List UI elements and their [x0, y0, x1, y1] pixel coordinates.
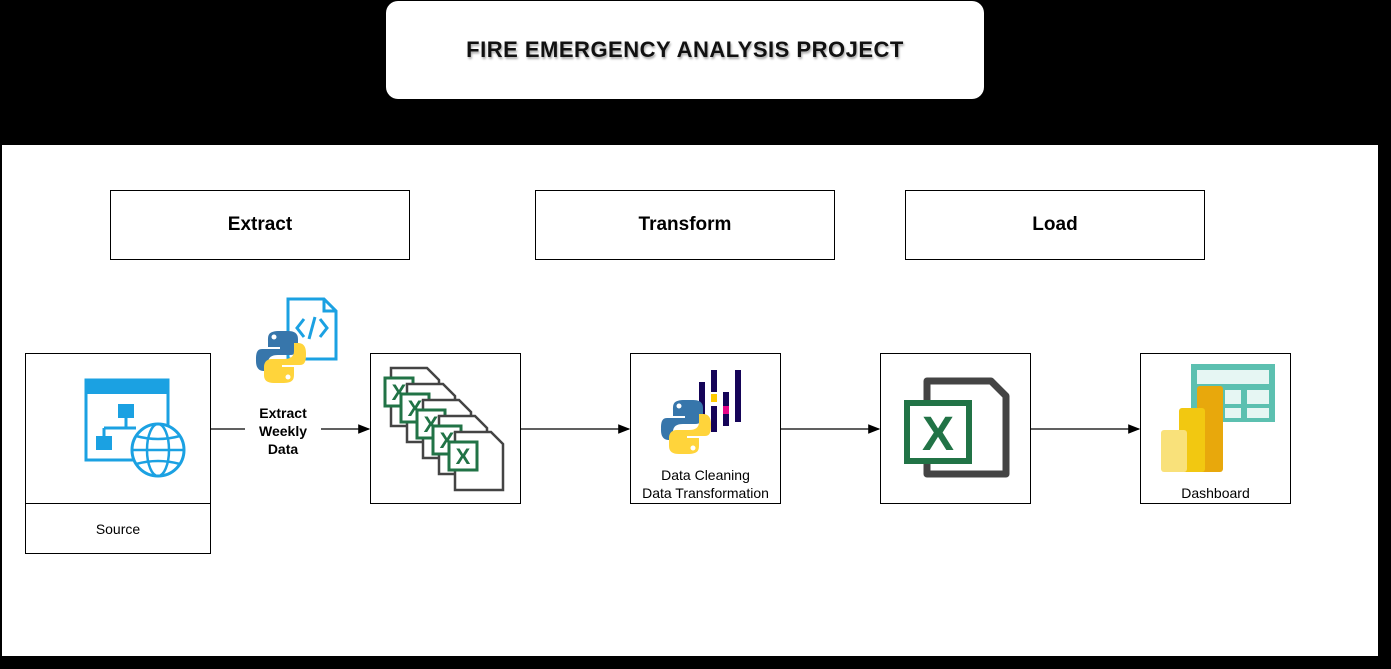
data-cleaning-node: Data Cleaning Data Transformation: [630, 353, 781, 504]
dashboard-node: Dashboard: [1140, 353, 1291, 504]
stage-extract: Extract: [110, 190, 410, 260]
edge-label-line: Extract: [259, 405, 307, 421]
source-node: [25, 353, 211, 504]
python-script-icon: [256, 297, 338, 383]
dashboard-label: Dashboard: [1181, 485, 1250, 501]
stage-transform: Transform: [535, 190, 835, 260]
edge-label-line: Weekly: [259, 423, 307, 439]
extract-weekly-data-label: Extract Weekly Data: [245, 404, 321, 458]
excel-file-node: X: [880, 353, 1031, 504]
page-title: FIRE EMERGENCY ANALYSIS PROJECT: [386, 1, 984, 99]
excel-file-icon: X: [904, 377, 1010, 478]
data-cleaning-label: Data Cleaning: [661, 467, 750, 483]
excel-files-node: X: [370, 353, 521, 504]
edge-label-line: Data: [267, 441, 299, 457]
excel-files-stack-icon: X: [383, 366, 505, 492]
python-pandas-icon: [661, 370, 741, 454]
power-bi-icon: [1161, 364, 1275, 472]
data-transformation-label: Data Transformation: [642, 485, 769, 501]
source-label: Source: [95, 521, 141, 537]
web-sitemap-globe-icon: [84, 378, 186, 478]
stage-load: Load: [905, 190, 1205, 260]
svg-text:X: X: [922, 408, 954, 461]
source-label-box: Source: [25, 503, 211, 554]
